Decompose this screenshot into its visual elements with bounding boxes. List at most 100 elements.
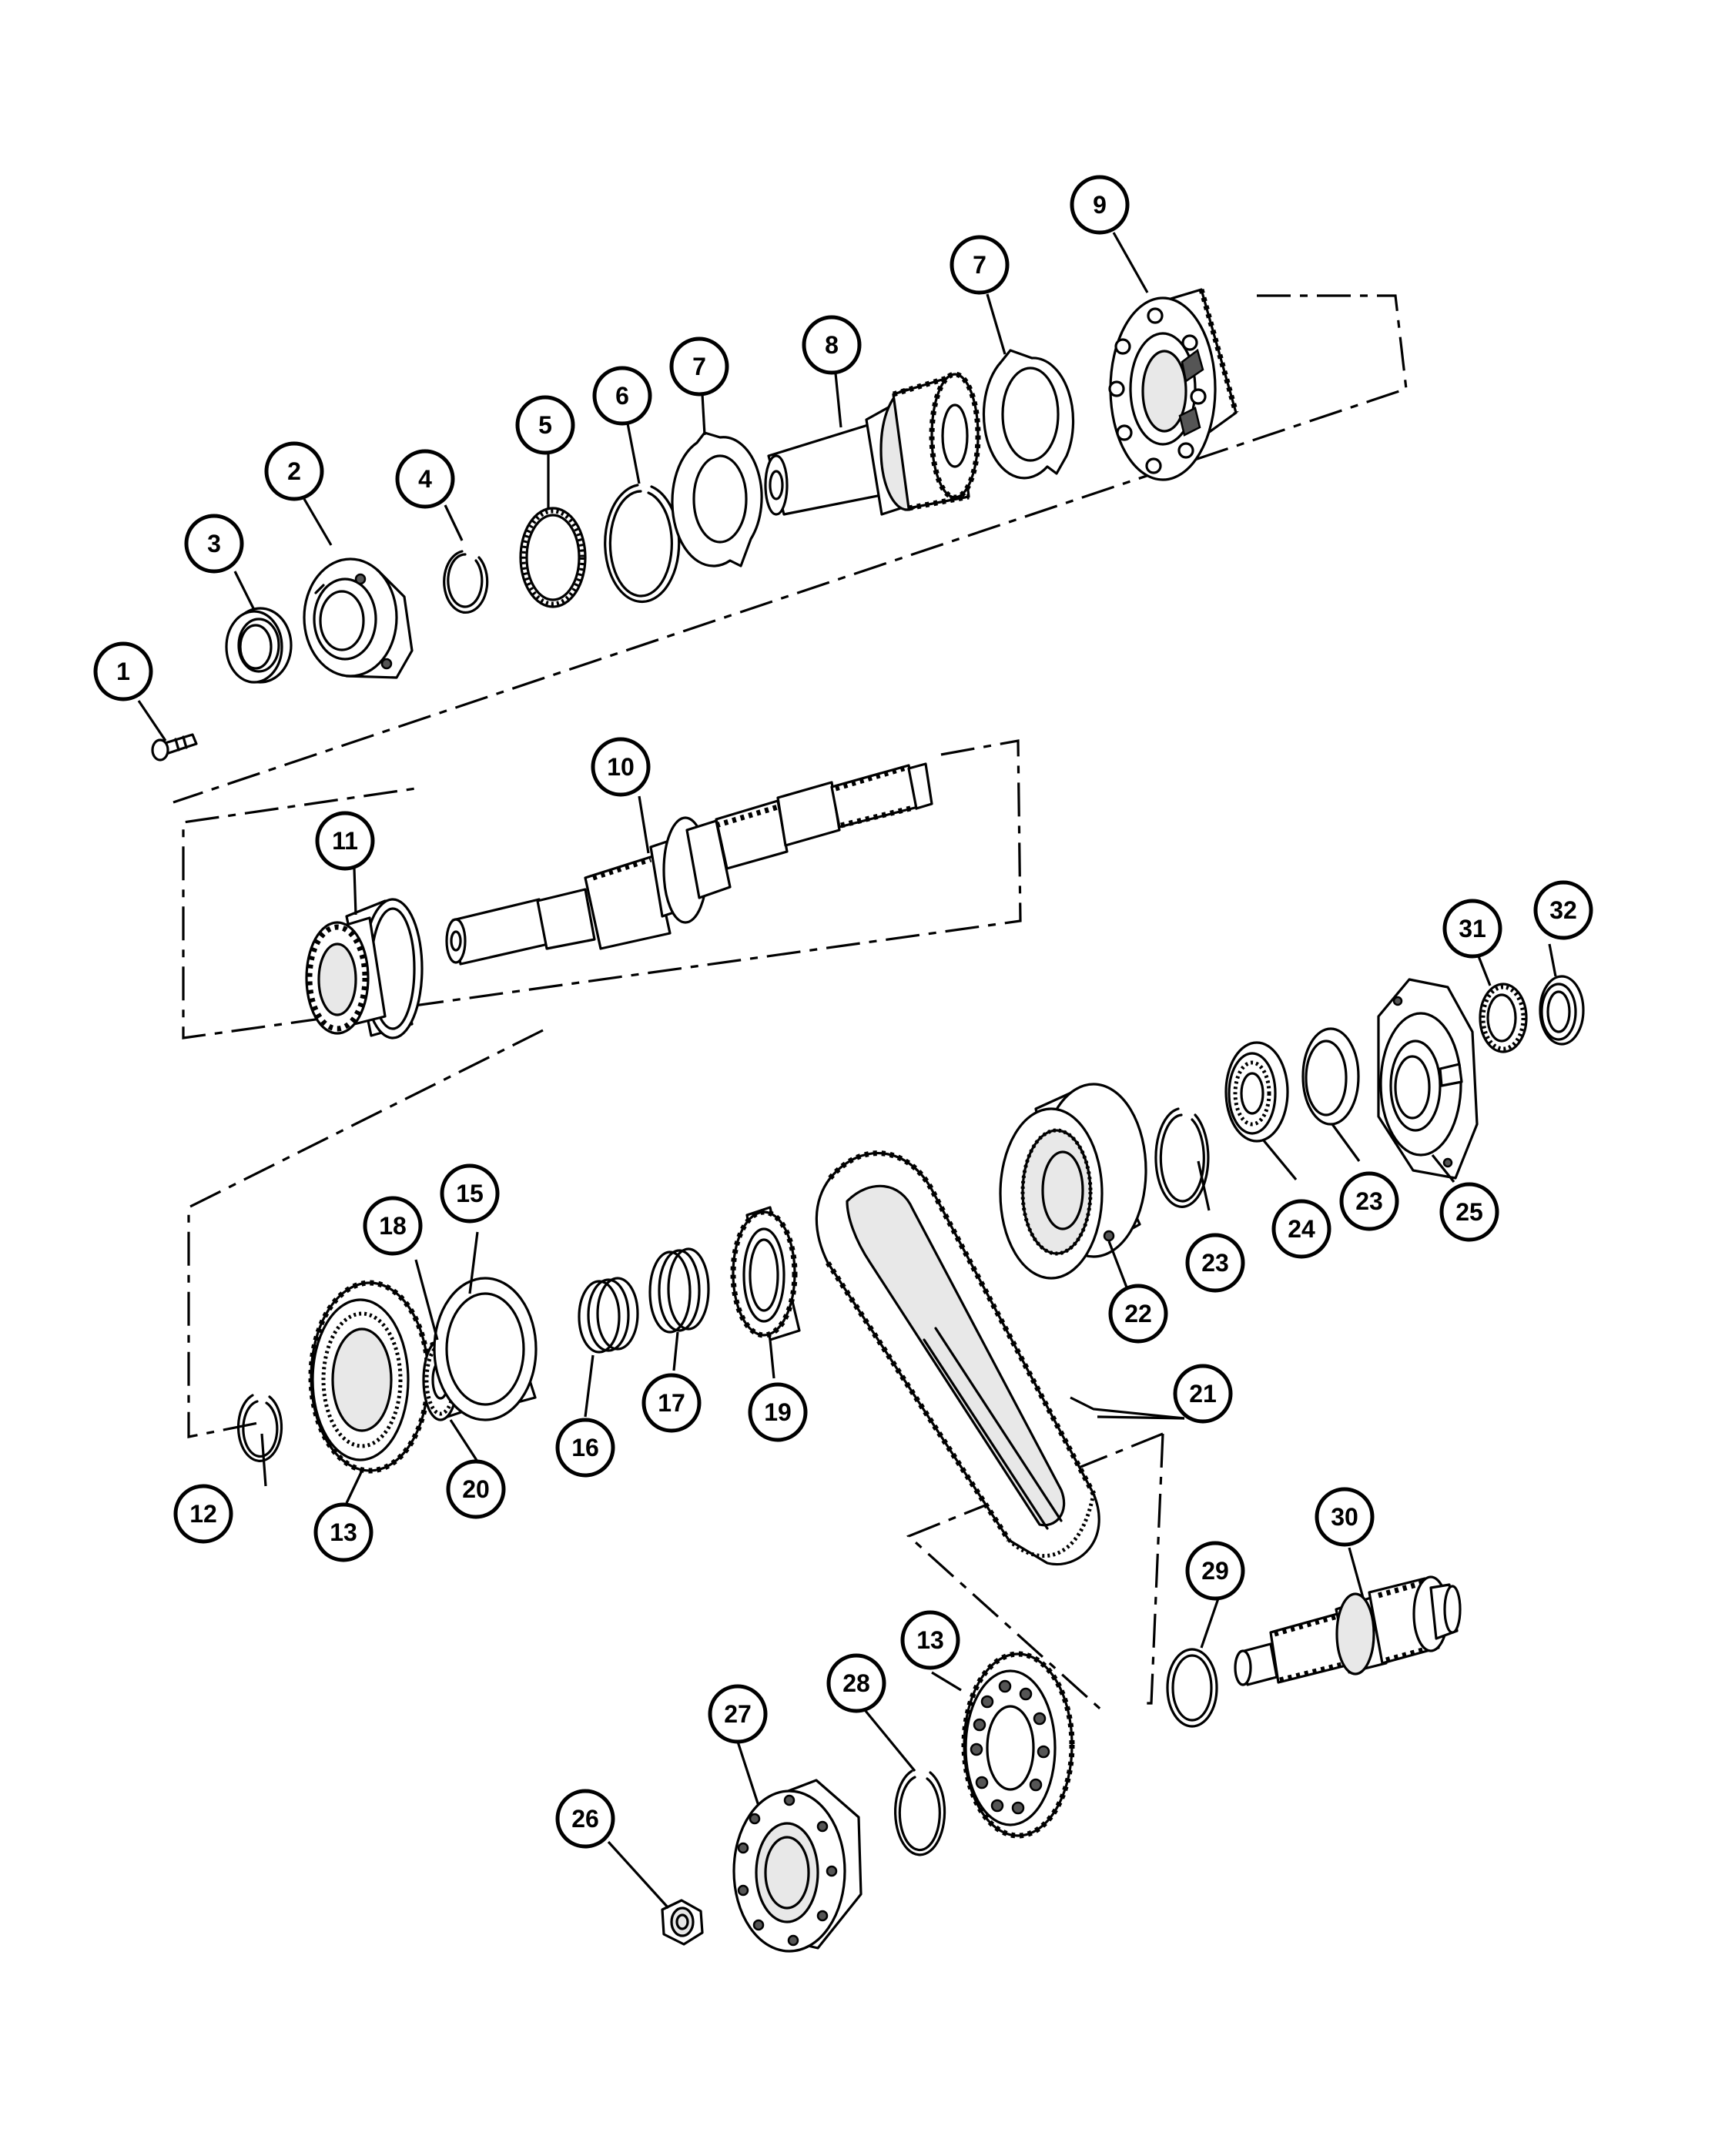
callout-15-label: 15 <box>456 1180 484 1207</box>
part-4-snap-ring <box>443 550 489 614</box>
callout-5: 5 <box>515 395 575 455</box>
callout-13a-label: 13 <box>330 1518 357 1546</box>
callout-8-label: 8 <box>825 331 839 359</box>
part-15-clutch-housing <box>433 1277 538 1421</box>
part-23-spacer-b <box>1301 1027 1360 1126</box>
callout-29-label: 29 <box>1201 1557 1229 1585</box>
part-3-seal <box>225 607 293 684</box>
callout-24-label: 24 <box>1288 1215 1315 1243</box>
callout-19: 19 <box>748 1382 808 1442</box>
part-19-synchro-ring <box>730 1206 801 1341</box>
callout-11-label: 11 <box>332 827 358 855</box>
part-16-spring <box>578 1277 639 1354</box>
callout-6: 6 <box>592 366 652 426</box>
callout-4: 4 <box>395 449 455 509</box>
callout-2-label: 2 <box>287 457 301 485</box>
callout-32: 32 <box>1533 880 1593 940</box>
callout-23a: 23 <box>1185 1233 1245 1293</box>
callout-18: 18 <box>363 1196 423 1256</box>
part-28-snap-ring <box>893 1769 946 1856</box>
callout-27-label: 27 <box>724 1700 752 1728</box>
callout-26-label: 26 <box>571 1805 599 1833</box>
callout-9-label: 9 <box>1093 191 1107 219</box>
callout-25: 25 <box>1439 1182 1499 1242</box>
part-10-main-shaft <box>445 762 933 966</box>
part-32-seal <box>1539 975 1585 1046</box>
callout-21-label: 21 <box>1189 1380 1217 1408</box>
part-8-input-gear <box>764 371 981 516</box>
part-7-thrust-washer-a <box>671 431 763 567</box>
callout-24: 24 <box>1271 1199 1331 1259</box>
callout-25-label: 25 <box>1455 1198 1483 1226</box>
callout-21: 21 <box>1173 1364 1233 1424</box>
callout-10: 10 <box>591 737 651 797</box>
part-13-sprocket-lower <box>961 1651 1075 1839</box>
part-30-output-shaft <box>1234 1575 1462 1686</box>
part-17-spring <box>648 1247 710 1334</box>
callout-8: 8 <box>802 315 862 375</box>
part-1-bolt <box>151 733 198 762</box>
callout-7a: 7 <box>669 336 729 397</box>
callout-28-label: 28 <box>842 1669 870 1697</box>
callout-29: 29 <box>1185 1541 1245 1601</box>
callout-17-label: 17 <box>658 1389 685 1417</box>
callout-23b: 23 <box>1339 1171 1399 1231</box>
callout-22-label: 22 <box>1124 1300 1152 1327</box>
callout-30-label: 30 <box>1331 1503 1358 1531</box>
callout-1: 1 <box>93 641 153 701</box>
callout-4-label: 4 <box>418 465 432 493</box>
part-23-snap-ring-a <box>1154 1107 1210 1208</box>
callout-32-label: 32 <box>1549 896 1577 924</box>
callout-16: 16 <box>555 1418 615 1478</box>
callout-23a-label: 23 <box>1201 1249 1229 1277</box>
callout-19-label: 19 <box>764 1398 792 1426</box>
callout-22: 22 <box>1108 1284 1168 1344</box>
callout-12: 12 <box>173 1484 233 1544</box>
callout-30: 30 <box>1315 1487 1375 1547</box>
callout-26: 26 <box>555 1789 615 1849</box>
callout-1-label: 1 <box>116 658 130 685</box>
callout-13b-label: 13 <box>916 1626 944 1654</box>
part-24-bearing <box>1224 1041 1289 1143</box>
callout-11: 11 <box>315 811 375 871</box>
part-2-retainer <box>303 557 414 679</box>
callout-3-label: 3 <box>207 530 221 557</box>
part-12-snap-ring <box>236 1394 283 1462</box>
callout-18-label: 18 <box>379 1212 407 1240</box>
part-5-ring <box>519 507 587 608</box>
part-13-sprocket-upper <box>308 1280 431 1474</box>
leader-lines <box>137 232 1557 1910</box>
callout-13b: 13 <box>900 1610 960 1670</box>
callout-20-label: 20 <box>462 1475 490 1503</box>
part-25-retainer-plate <box>1377 978 1479 1180</box>
callout-10-label: 10 <box>607 753 635 781</box>
callout-3: 3 <box>184 514 244 574</box>
part-21-drive-chain <box>815 1150 1100 1566</box>
part-11-hub-sleeve <box>305 898 424 1040</box>
callout-27: 27 <box>708 1684 768 1744</box>
callout-7b-label: 7 <box>973 251 986 279</box>
part-6-snap-ring <box>604 484 681 604</box>
part-7-thrust-washer-b <box>982 349 1075 480</box>
callout-6-label: 6 <box>615 382 629 410</box>
callout-31: 31 <box>1442 899 1502 959</box>
callout-5-label: 5 <box>538 411 552 439</box>
part-26-nut <box>661 1899 704 1946</box>
callout-20: 20 <box>446 1459 506 1519</box>
part-9-planetary-carrier <box>1108 288 1239 481</box>
callout-16-label: 16 <box>571 1434 599 1461</box>
callout-12-label: 12 <box>189 1500 217 1528</box>
callout-31-label: 31 <box>1459 915 1486 942</box>
callout-15: 15 <box>440 1163 500 1224</box>
callout-9: 9 <box>1070 175 1130 235</box>
part-29-snap-ring <box>1166 1648 1218 1728</box>
part-22-drive-sprocket-drum <box>999 1083 1147 1280</box>
callout-28: 28 <box>826 1653 886 1713</box>
part-31-seal-ring <box>1479 983 1528 1053</box>
part-27-yoke-flange <box>732 1779 862 1953</box>
callout-13a: 13 <box>313 1502 373 1562</box>
callout-2: 2 <box>264 441 324 501</box>
callout-23b-label: 23 <box>1355 1187 1383 1215</box>
callout-17: 17 <box>641 1373 702 1433</box>
